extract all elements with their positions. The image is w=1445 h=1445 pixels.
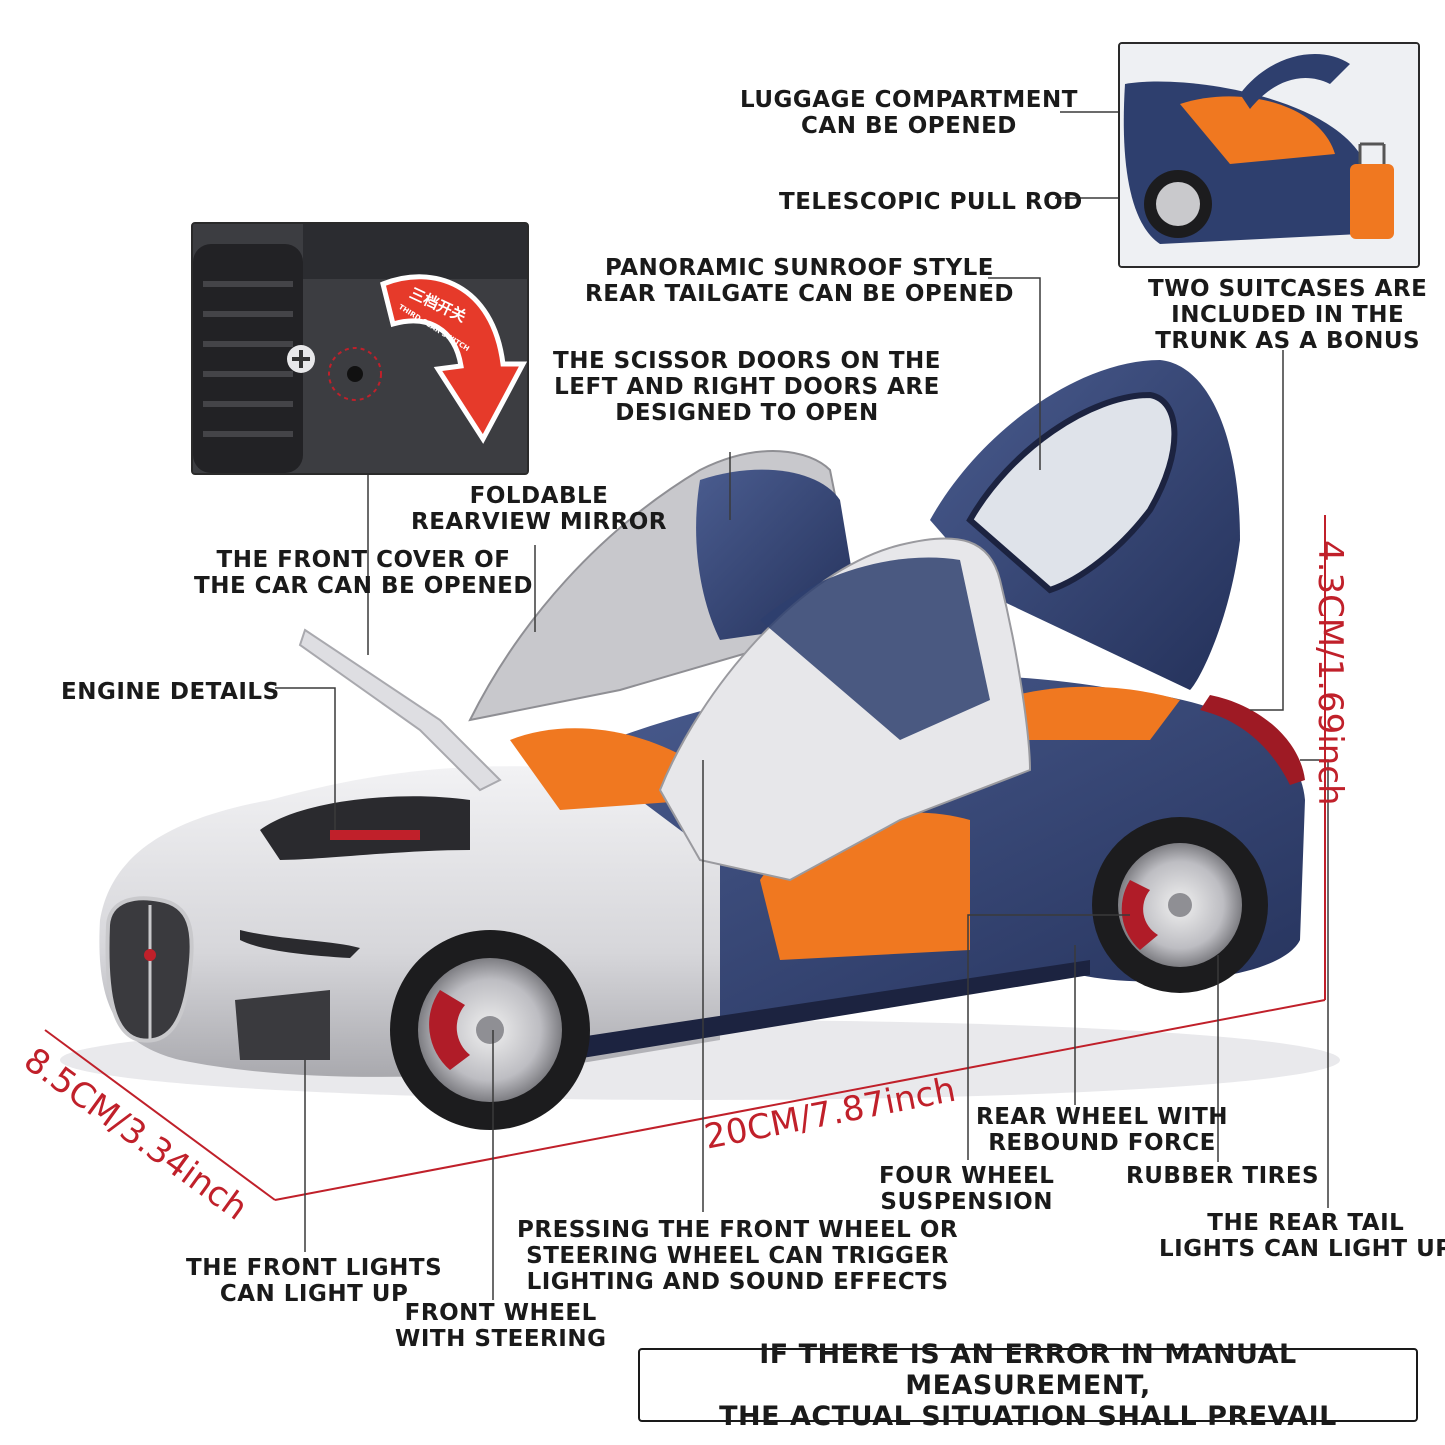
tail-light [1200, 695, 1305, 785]
switch-inset: 三档开关 THIRD GEAR SWITCH [191, 222, 529, 475]
width-dimension-line [44, 1029, 276, 1201]
trunk-inset [1118, 42, 1420, 268]
open-hood [298, 628, 502, 792]
callout-luggage: LUGGAGE COMPARTMENT CAN BE OPENED [740, 87, 1078, 139]
callout-tail-lights: THE REAR TAIL LIGHTS CAN LIGHT UP [1159, 1210, 1445, 1262]
front-hub [476, 1016, 504, 1044]
trunk-lid [1240, 54, 1350, 109]
front-brake-caliper [429, 990, 470, 1070]
notice-line-2: THE ACTUAL SITUATION SHALL PREVAIL [719, 1400, 1337, 1432]
callout-lighting-effects: PRESSING THE FRONT WHEEL OR STEERING WHE… [517, 1217, 959, 1295]
callout-suitcases: TWO SUITCASES ARE INCLUDED IN THE TRUNK … [1148, 276, 1428, 354]
length-dimension-line [274, 999, 1326, 1201]
tire-closeup [193, 244, 303, 473]
air-intake [235, 990, 330, 1060]
trunk-interior [1180, 96, 1335, 164]
callout-sunroof: PANORAMIC SUNROOF STYLE REAR TAILGATE CA… [585, 255, 1015, 307]
callout-front-wheel: FRONT WHEEL WITH STEERING [395, 1300, 607, 1352]
switch-direction-arrow-icon [380, 274, 527, 444]
callout-rubber-tires: RUBBER TIRES [1126, 1163, 1320, 1189]
callout-engine: ENGINE DETAILS [61, 679, 280, 705]
rear-interior [1000, 686, 1180, 740]
engine-stripe [330, 830, 420, 840]
leader-lines [275, 111, 1329, 1300]
dimension-height: 4.3CM/1.69inch [1310, 540, 1350, 806]
callout-rear-wheel: REAR WHEEL WITH REBOUND FORCE [976, 1104, 1229, 1156]
callout-suspension: FOUR WHEEL SUSPENSION [879, 1163, 1055, 1215]
brand-badge [144, 949, 156, 961]
engine-bay [260, 796, 470, 860]
measurement-notice: IF THERE IS AN ERROR IN MANUAL MEASUREME… [638, 1339, 1418, 1432]
switch-inset-art [193, 224, 527, 473]
suitcase-icon [1350, 164, 1394, 239]
rear-hub [1168, 893, 1192, 917]
right-door-window [760, 557, 990, 740]
interior-dash [510, 728, 700, 810]
callout-mirror: FOLDABLE REARVIEW MIRROR [411, 483, 668, 535]
side-skirt [560, 960, 1090, 1060]
rear-brake-caliper [1121, 880, 1158, 950]
callout-front-cover: THE FRONT COVER OF THE CAR CAN BE OPENED [194, 547, 533, 599]
headlight [240, 930, 360, 958]
callout-front-lights: THE FRONT LIGHTS CAN LIGHT UP [186, 1255, 443, 1307]
callout-pull-rod: TELESCOPIC PULL ROD [779, 189, 1083, 215]
switch-highlight-circle [328, 347, 382, 401]
trunk-inset-art [1120, 44, 1418, 266]
callout-scissor-doors: THE SCISSOR DOORS ON THE LEFT AND RIGHT … [553, 348, 941, 426]
notice-line-1: IF THERE IS AN ERROR IN MANUAL MEASUREME… [759, 1338, 1297, 1401]
